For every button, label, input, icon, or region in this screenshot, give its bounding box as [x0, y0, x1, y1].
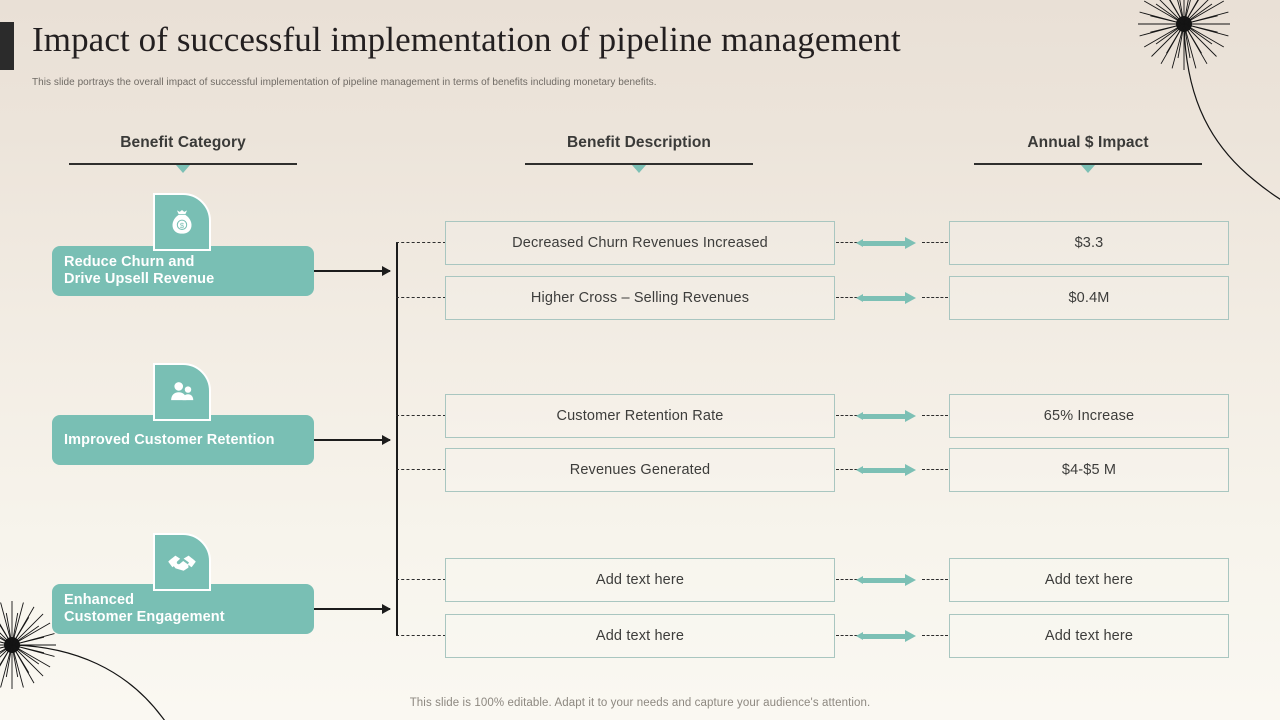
dashed-segment-right	[922, 242, 948, 243]
dashed-segment-right	[922, 415, 948, 416]
column-header-label: Benefit Description	[566, 134, 711, 151]
money-bag-icon: $	[172, 210, 192, 234]
arrow-right-icon	[856, 409, 916, 422]
impact-text: $3.3	[1074, 235, 1104, 251]
impact-text: Add text here	[1044, 572, 1134, 588]
description-text: Higher Cross – Selling Revenues	[530, 290, 750, 306]
dashed-segment-left	[836, 635, 862, 636]
impact-box-3a[interactable]: Add text here	[949, 558, 1229, 602]
dashed-segment-right	[922, 635, 948, 636]
dashed-segment-right	[922, 579, 948, 580]
description-box-3b[interactable]: Add text here	[445, 614, 835, 658]
category-label-line-2: Customer Engagement	[64, 609, 225, 625]
arrow-right-icon	[856, 629, 916, 642]
dashed-segment-left	[836, 242, 862, 243]
category-label-1: Reduce Churn and Drive Upsell Revenue	[64, 254, 214, 288]
page-subtitle: This slide portrays the overall impact o…	[32, 77, 657, 88]
chevron-down-icon	[176, 164, 190, 173]
chevron-down-icon	[1081, 164, 1095, 173]
arrow-right-icon	[856, 236, 916, 249]
dashed-segment-left	[836, 579, 862, 580]
category-label-line-1: Improved Customer Retention	[64, 431, 275, 448]
branch-connector-1a	[396, 242, 446, 243]
description-box-1b[interactable]: Higher Cross – Selling Revenues	[445, 276, 835, 320]
dashed-segment-left	[836, 415, 862, 416]
impact-link-3b	[836, 629, 948, 642]
category-label-line-1: Reduce Churn and	[64, 254, 195, 270]
arrow-right-icon	[856, 291, 916, 304]
connector-spine	[396, 242, 398, 636]
impact-text: Add text here	[1044, 628, 1134, 644]
impact-box-2b[interactable]: $4-$5 M	[949, 448, 1229, 492]
category-badge-3	[153, 533, 211, 591]
impact-box-2a[interactable]: 65% Increase	[949, 394, 1229, 438]
dashed-segment-right	[922, 297, 948, 298]
branch-connector-3a	[396, 579, 446, 580]
category-pill-3[interactable]: Enhanced Customer Engagement	[52, 584, 314, 634]
category-pill-1[interactable]: Reduce Churn and Drive Upsell Revenue	[52, 246, 314, 296]
branch-connector-3b	[396, 635, 446, 636]
dashed-segment-left	[836, 469, 862, 470]
description-text: Customer Retention Rate	[556, 408, 724, 424]
dashed-segment-left	[836, 297, 862, 298]
category-label-2: Improved Customer Retention	[64, 432, 275, 449]
impact-text: $0.4M	[1068, 290, 1110, 306]
description-box-3a[interactable]: Add text here	[445, 558, 835, 602]
impact-text: $4-$5 M	[1061, 462, 1117, 478]
category-badge-2	[153, 363, 211, 421]
category-label-line-1: Enhanced	[64, 592, 135, 608]
branch-connector-1b	[396, 297, 446, 298]
arrow-right-icon	[856, 573, 916, 586]
category-arrow-3	[314, 604, 391, 613]
arrow-right-icon	[856, 463, 916, 476]
description-box-2a[interactable]: Customer Retention Rate	[445, 394, 835, 438]
impact-box-1b[interactable]: $0.4M	[949, 276, 1229, 320]
impact-box-3b[interactable]: Add text here	[949, 614, 1229, 658]
dashed-segment-right	[922, 469, 948, 470]
description-box-2b[interactable]: Revenues Generated	[445, 448, 835, 492]
category-badge-1: $	[153, 193, 211, 251]
category-label-line-2: Drive Upsell Revenue	[64, 271, 215, 287]
impact-text: 65% Increase	[1043, 408, 1135, 424]
description-box-1a[interactable]: Decreased Churn Revenues Increased	[445, 221, 835, 265]
description-text: Revenues Generated	[569, 462, 711, 478]
footer-note: This slide is 100% editable. Adapt it to…	[409, 697, 871, 709]
branch-connector-2b	[396, 469, 446, 470]
handshake-icon	[168, 555, 196, 571]
page-title: Impact of successful implementation of p…	[32, 20, 901, 59]
description-text: Decreased Churn Revenues Increased	[512, 235, 768, 251]
branch-connector-2a	[396, 415, 446, 416]
dandelion-decoration-top-right	[1106, 0, 1280, 231]
impact-link-1a	[836, 236, 948, 249]
two-people-icon	[171, 382, 194, 401]
category-pill-2[interactable]: Improved Customer Retention	[52, 415, 314, 465]
column-header-annual-impact: Annual $ Impact	[974, 134, 1202, 173]
column-header-label: Benefit Category	[120, 134, 246, 151]
description-text: Add text here	[595, 628, 685, 644]
impact-link-3a	[836, 573, 948, 586]
column-header-rule	[69, 163, 297, 165]
category-arrow-1	[314, 266, 391, 275]
column-header-benefit-category: Benefit Category	[69, 134, 297, 173]
chevron-down-icon	[632, 164, 646, 173]
svg-text:$: $	[180, 221, 185, 230]
impact-link-1b	[836, 291, 948, 304]
category-label-3: Enhanced Customer Engagement	[64, 592, 225, 626]
column-header-rule	[974, 163, 1202, 165]
title-accent-rule	[0, 22, 14, 70]
impact-box-1a[interactable]: $3.3	[949, 221, 1229, 265]
category-arrow-2	[314, 435, 391, 444]
column-header-label: Annual $ Impact	[1027, 134, 1149, 151]
column-header-benefit-description: Benefit Description	[525, 134, 753, 173]
impact-link-2a	[836, 409, 948, 422]
column-header-rule	[525, 163, 753, 165]
description-text: Add text here	[595, 572, 685, 588]
impact-link-2b	[836, 463, 948, 476]
